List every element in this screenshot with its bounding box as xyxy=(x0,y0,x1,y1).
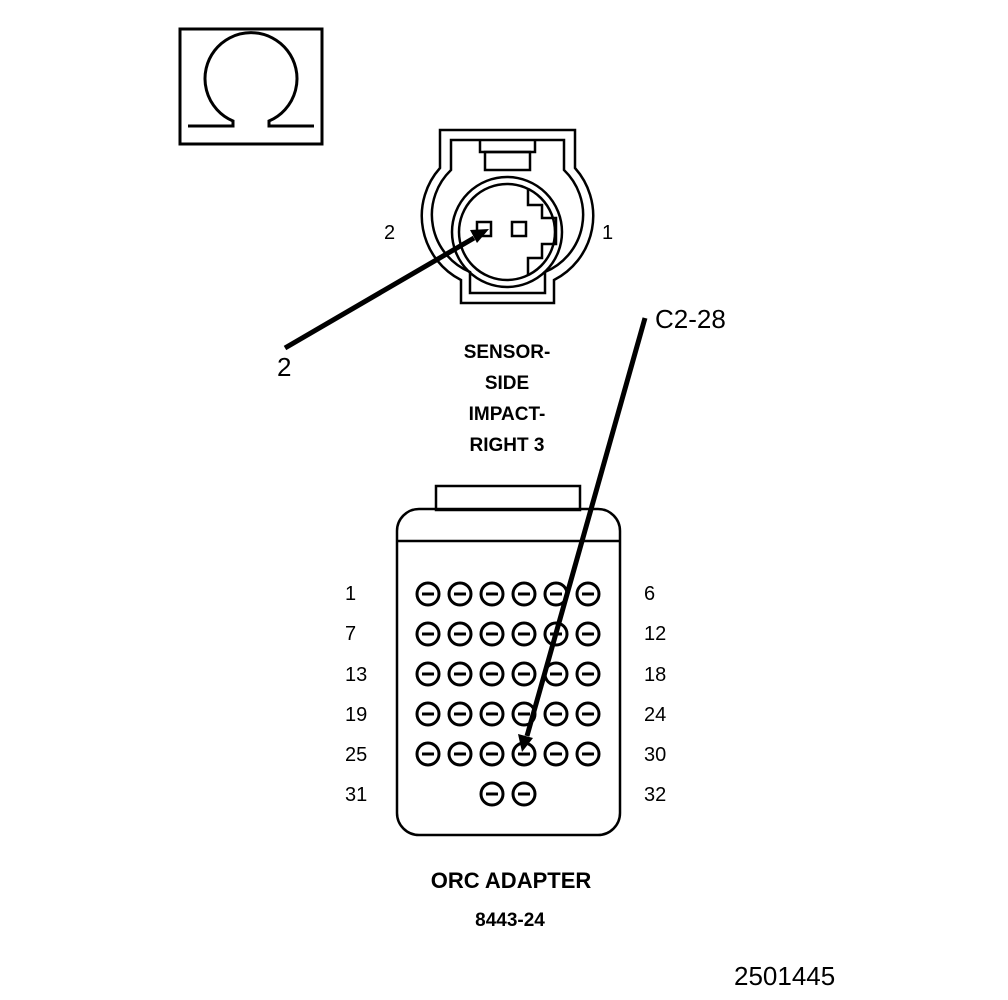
adapter-pin-14 xyxy=(447,661,473,687)
sensor-pin-label-left: 2 xyxy=(384,222,396,244)
callout-arrow-c2-28 xyxy=(518,317,648,752)
adapter-pin-1 xyxy=(415,581,441,607)
row-label-left-5: 25 xyxy=(345,744,368,766)
adapter-part-number: 8443-24 xyxy=(475,910,545,931)
adapter-pin-19 xyxy=(415,701,441,727)
adapter-pin-4 xyxy=(511,581,537,607)
adapter-pin-9 xyxy=(479,621,505,647)
adapter-pin-2 xyxy=(447,581,473,607)
adapter-pin-20 xyxy=(447,701,473,727)
adapter-pin-8 xyxy=(447,621,473,647)
row-label-right-6: 32 xyxy=(644,784,667,806)
adapter-pin-29 xyxy=(543,741,569,767)
adapter-pin-18 xyxy=(575,661,601,687)
sensor-name-line-4: RIGHT 3 xyxy=(469,435,545,456)
adapter-pin-15 xyxy=(479,661,505,687)
adapter-pin-21 xyxy=(479,701,505,727)
adapter-pin-32 xyxy=(511,781,537,807)
adapter-connector xyxy=(395,484,622,837)
row-label-right-5: 30 xyxy=(644,744,667,766)
row-label-right-3: 18 xyxy=(644,664,667,686)
row-label-left-6: 31 xyxy=(345,784,368,806)
sensor-callout-label: 2 xyxy=(277,352,292,382)
sensor-connector xyxy=(420,128,595,305)
callout-arrow-2 xyxy=(283,229,489,351)
row-label-right-1: 6 xyxy=(644,583,656,605)
adapter-pin-grid xyxy=(415,581,601,807)
adapter-pin-6 xyxy=(575,581,601,607)
adapter-pin-24 xyxy=(575,701,601,727)
adapter-pin-26 xyxy=(447,741,473,767)
row-label-right-2: 12 xyxy=(644,623,667,645)
adapter-pin-10 xyxy=(511,621,537,647)
adapter-pin-30 xyxy=(575,741,601,767)
adapter-pin-3 xyxy=(479,581,505,607)
adapter-pin-12 xyxy=(575,621,601,647)
row-label-left-3: 13 xyxy=(345,664,368,686)
row-label-left-1: 1 xyxy=(345,583,357,605)
sensor-pin-label-right: 1 xyxy=(602,222,614,244)
sensor-name-line-3: IMPACT- xyxy=(468,404,546,425)
adapter-pin-7 xyxy=(415,621,441,647)
row-label-right-4: 24 xyxy=(644,704,667,726)
row-label-left-4: 19 xyxy=(345,704,368,726)
sensor-name-line-2: SIDE xyxy=(484,373,530,394)
adapter-pin-16 xyxy=(511,661,537,687)
adapter-pin-28 xyxy=(511,741,537,767)
figure-number: 2501445 xyxy=(734,961,836,991)
adapter-pin-23 xyxy=(543,701,569,727)
adapter-callout-label: C2-28 xyxy=(655,304,726,334)
sensor-name-line-1: SENSOR- xyxy=(463,342,551,363)
adapter-name: ORC ADAPTER xyxy=(430,868,592,893)
adapter-pin-13 xyxy=(415,661,441,687)
adapter-pin-27 xyxy=(479,741,505,767)
ohm-icon xyxy=(178,27,324,146)
adapter-pin-31 xyxy=(479,781,505,807)
row-label-left-2: 7 xyxy=(345,623,357,645)
adapter-pin-25 xyxy=(415,741,441,767)
